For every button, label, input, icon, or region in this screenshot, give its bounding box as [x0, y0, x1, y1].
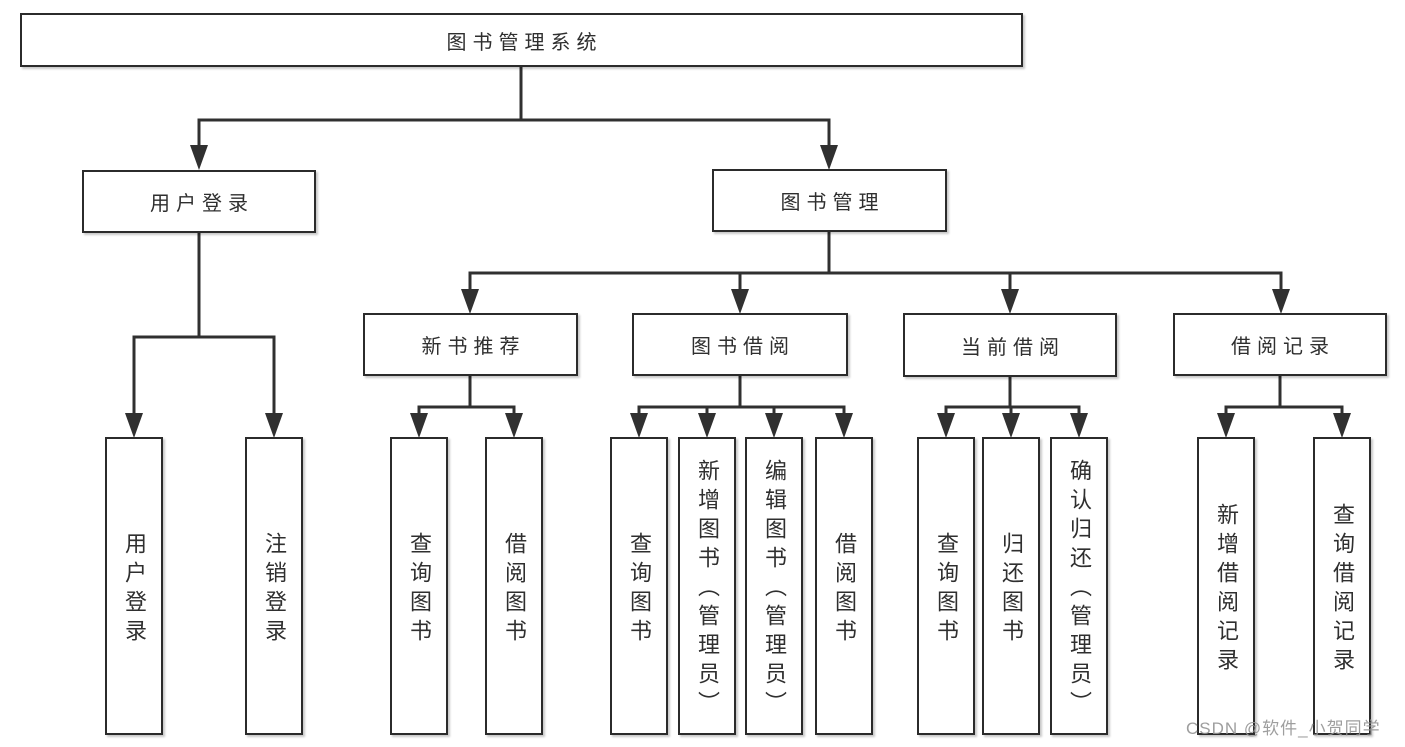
csdn-watermark: CSDN @软件_小贺同学 — [1186, 719, 1381, 738]
leaf-query-books-current: 查询图书 — [917, 437, 975, 735]
node-borrow-records: 借阅记录 — [1173, 313, 1387, 376]
node-label: 新增借阅记录 — [1214, 502, 1239, 677]
connector-current-borrow — [937, 375, 1088, 438]
node-label: 查询图书 — [934, 531, 959, 648]
node-book-management: 图书管理 — [712, 169, 947, 232]
connector-book-management — [461, 230, 1290, 314]
node-label: 确认归还（管理员） — [1067, 459, 1092, 720]
node-label: 用户登录 — [122, 531, 147, 648]
leaf-user-login: 用户登录 — [105, 437, 163, 735]
node-new-book-recommend: 新书推荐 — [363, 313, 578, 376]
node-label: 查询图书 — [627, 531, 652, 648]
node-library-management-system: 图书管理系统 — [20, 13, 1023, 67]
node-label: 新书推荐 — [421, 336, 526, 358]
leaf-query-books-recommend: 查询图书 — [390, 437, 448, 735]
node-user-login: 用户登录 — [82, 170, 316, 233]
node-label: 图书管理 — [780, 192, 885, 214]
leaf-query-books-borrow: 查询图书 — [610, 437, 668, 735]
connector-borrow-records — [1217, 374, 1351, 438]
leaf-return-books: 归还图书 — [982, 437, 1040, 735]
node-label: 编辑图书（管理员） — [762, 459, 787, 720]
leaf-logout: 注销登录 — [245, 437, 303, 735]
leaf-add-books-admin: 新增图书（管理员） — [678, 437, 736, 735]
node-book-borrow: 图书借阅 — [632, 313, 848, 376]
node-label: 借阅图书 — [502, 531, 527, 648]
node-label: 查询借阅记录 — [1330, 502, 1355, 677]
connector-new-book-recommend — [410, 374, 523, 438]
leaf-edit-books-admin: 编辑图书（管理员） — [745, 437, 803, 735]
node-label: 借阅图书 — [832, 531, 857, 648]
node-label: 归还图书 — [999, 531, 1024, 648]
leaf-borrow-books: 借阅图书 — [815, 437, 873, 735]
node-label: 图书管理系统 — [446, 31, 603, 54]
node-label: 用户登录 — [150, 193, 254, 215]
leaf-query-borrow-record: 查询借阅记录 — [1313, 437, 1371, 735]
leaf-borrow-books-recommend: 借阅图书 — [485, 437, 543, 735]
connector-user-login — [125, 231, 283, 438]
connector-book-borrow — [630, 374, 853, 438]
node-label: 借阅记录 — [1231, 336, 1335, 358]
node-label: 图书借阅 — [691, 336, 795, 358]
node-label: 注销登录 — [262, 531, 287, 648]
leaf-confirm-return-admin: 确认归还（管理员） — [1050, 437, 1108, 735]
node-current-borrow: 当前借阅 — [903, 313, 1117, 377]
node-label: 查询图书 — [407, 531, 432, 648]
leaf-add-borrow-record: 新增借阅记录 — [1197, 437, 1255, 735]
connector-root — [190, 65, 838, 170]
node-label: 新增图书（管理员） — [695, 459, 720, 720]
node-label: 当前借阅 — [961, 336, 1065, 359]
